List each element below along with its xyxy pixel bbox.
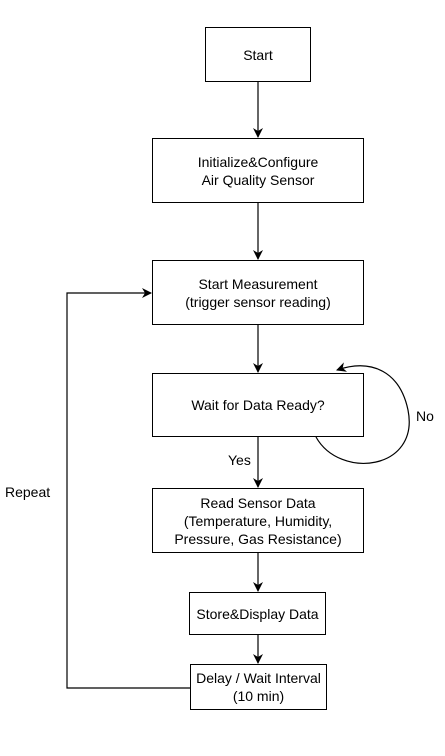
store-node-line: Store&Display Data (196, 605, 319, 622)
start-node-line: Start (243, 46, 273, 63)
repeat-label: Repeat (5, 484, 51, 500)
measure-node: Start Measurement(trigger sensor reading… (152, 260, 364, 325)
delay-node-line: Delay / Wait Interval (196, 670, 321, 686)
delay-node: Delay / Wait Interval (10 min) (190, 664, 327, 710)
delay-node-line: (10 min) (232, 688, 285, 704)
init-node-line: Air Quality Sensor (201, 171, 315, 188)
read-node-line: Pressure, Gas Resistance) (174, 530, 342, 547)
measure-node-line: Start Measurement (198, 275, 318, 292)
measure-node-line: (trigger sensor reading) (185, 293, 331, 310)
wait-node-line: Wait for Data Ready? (191, 397, 325, 413)
yes-label: Yes (228, 452, 251, 468)
arrow-no-loop (315, 362, 410, 464)
read-node-line: (Temperature, Humidity, (183, 512, 333, 529)
read-data-node: Read Sensor Data(Temperature, Humidity,P… (152, 488, 364, 553)
read-node-line: Read Sensor Data (200, 494, 316, 511)
store-display-node: Store&Display Data (189, 592, 326, 635)
start-node: Start (205, 27, 311, 82)
wait-decision-node: Wait for Data Ready? (152, 373, 364, 437)
init-node-line: Initialize&Configure (197, 153, 319, 170)
no-label: No (416, 408, 434, 424)
arrow-repeat-loop (66, 288, 190, 689)
